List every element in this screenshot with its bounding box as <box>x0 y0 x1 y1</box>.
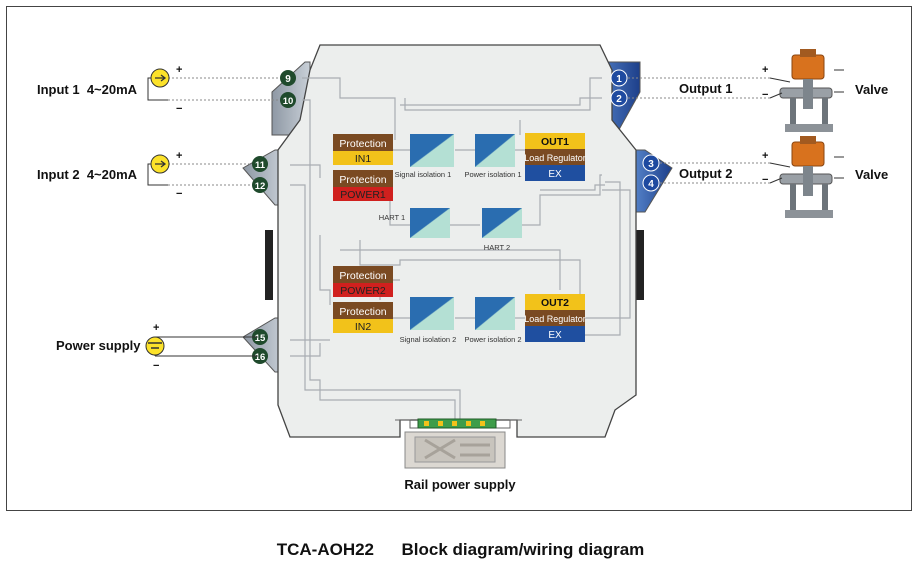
terminal-4 <box>642 174 660 192</box>
valve-1-label: Valve <box>855 82 888 97</box>
ch2-protection-box <box>333 302 393 319</box>
rail-power-supply-label: Rail power supply <box>404 477 516 492</box>
ch2-in-box <box>333 319 393 333</box>
model-number: TCA-AOH22 <box>276 540 375 559</box>
din-rail-connector-icon <box>395 418 522 469</box>
power-isolation-2-label: Power isolation 2 <box>464 335 521 344</box>
power-isolation-1-block <box>475 134 515 167</box>
signal-isolation-1-block <box>410 134 454 167</box>
module-body <box>242 44 673 438</box>
out1-box <box>525 133 585 149</box>
ch2-power-protection-label: Protection <box>339 270 386 282</box>
terminal-10 <box>280 92 296 108</box>
terminal-16-label: 16 <box>255 352 266 363</box>
right-terminals: 1 2 3 4 <box>610 69 660 192</box>
input-1-minus: − <box>176 103 182 115</box>
ex1-box <box>525 165 585 181</box>
terminal-15-label: 15 <box>255 333 266 344</box>
ex1-label: EX <box>548 169 562 180</box>
ch2-power-box <box>333 283 393 297</box>
ch1-power-label: POWER1 <box>340 189 386 201</box>
power-supply-label: Power supply <box>56 338 141 353</box>
left-terminals: 9 10 11 12 15 16 <box>252 70 296 364</box>
terminal-9-label: 9 <box>285 74 291 85</box>
input-1-plus: + <box>176 64 182 76</box>
output-1-plus: + <box>762 64 768 76</box>
output-2-label: Output 2 <box>679 166 732 181</box>
hart-1-label: HART 1 <box>379 213 405 222</box>
figure-caption: TCA-AOH22 Block diagram/wiring diagram <box>0 540 921 560</box>
input-2-minus: − <box>176 188 182 200</box>
power-plus: + <box>153 322 159 334</box>
load-regulator-2-label: Load Regulator <box>524 314 586 324</box>
caption-title: Block diagram/wiring diagram <box>401 540 645 559</box>
ch1-in-label: IN1 <box>355 153 372 165</box>
output-1-label: Output 1 <box>679 81 732 96</box>
hart-1-block <box>410 208 450 238</box>
signal-isolation-1-label: Signal isolation 1 <box>395 170 452 179</box>
input-2-label: Input 2 4~20mA <box>37 167 138 182</box>
hart-blocks: HART 1 HART 2 <box>379 208 522 252</box>
load-regulator-1-label: Load Regulator <box>524 153 586 163</box>
terminal-16 <box>252 348 268 364</box>
ch1-power-protection-label: Protection <box>339 174 386 186</box>
power-isolation-2-block <box>475 297 515 330</box>
ch1-power-protection-box <box>333 170 393 187</box>
valve-2-icon <box>769 136 844 218</box>
power-supply: Power supply + − <box>56 322 258 372</box>
hart-2-label: HART 2 <box>484 243 510 252</box>
output-2-plus: + <box>762 150 768 162</box>
terminal-10-label: 10 <box>283 96 294 107</box>
ch2-in-label: IN2 <box>355 321 372 333</box>
channel-2: Protection POWER2 Protection IN2 Signal … <box>333 266 586 344</box>
terminal-12 <box>252 177 268 193</box>
terminal-3-label: 3 <box>648 159 654 170</box>
out2-box <box>525 294 585 310</box>
load-regulator-2-box <box>525 310 585 326</box>
input-2: Input 2 4~20mA + − <box>37 150 182 200</box>
ch1-in-box <box>333 151 393 165</box>
terminal-11 <box>252 156 268 172</box>
terminal-9 <box>280 70 296 86</box>
terminal-1-label: 1 <box>616 74 622 85</box>
out1-label: OUT1 <box>541 136 569 148</box>
dc-source-icon <box>145 336 165 356</box>
input-2-plus: + <box>176 150 182 162</box>
ex2-label: EX <box>548 330 562 341</box>
diagram-frame <box>6 6 912 511</box>
ch1-power-box <box>333 187 393 201</box>
power-isolation-1-label: Power isolation 1 <box>464 170 521 179</box>
valve-1-icon <box>769 49 844 132</box>
signal-isolation-2-label: Signal isolation 2 <box>400 335 457 344</box>
output-1: Output 1 + − Valve <box>679 49 888 132</box>
terminal-4-label: 4 <box>648 179 654 190</box>
ch2-protection-label: Protection <box>339 306 386 318</box>
ch2-power-label: POWER2 <box>340 285 386 297</box>
output-2-minus: − <box>762 174 768 186</box>
terminal-3 <box>642 154 660 172</box>
input-1-label: Input 1 4~20mA <box>37 82 138 97</box>
output-2: Output 2 + − Valve <box>679 136 888 218</box>
terminal-1 <box>610 69 628 87</box>
terminal-15 <box>252 329 268 345</box>
ex2-box <box>525 326 585 342</box>
terminal-12-label: 12 <box>255 181 266 192</box>
hart-2-block <box>482 208 522 238</box>
terminal-11-label: 11 <box>255 160 266 171</box>
signal-isolation-2-block <box>410 297 454 330</box>
terminal-2-label: 2 <box>616 94 622 105</box>
load-regulator-1-box <box>525 149 585 165</box>
input-1: Input 1 4~20mA + − <box>37 64 182 115</box>
out2-label: OUT2 <box>541 297 569 309</box>
terminal-2 <box>610 89 628 107</box>
output-1-minus: − <box>762 89 768 101</box>
channel-1: Protection IN1 Protection POWER1 Signal … <box>333 133 586 201</box>
power-minus: − <box>153 360 159 372</box>
ch2-power-protection-box <box>333 266 393 283</box>
ch1-protection-box <box>333 134 393 151</box>
valve-2-label: Valve <box>855 167 888 182</box>
ch1-protection-label: Protection <box>339 138 386 150</box>
